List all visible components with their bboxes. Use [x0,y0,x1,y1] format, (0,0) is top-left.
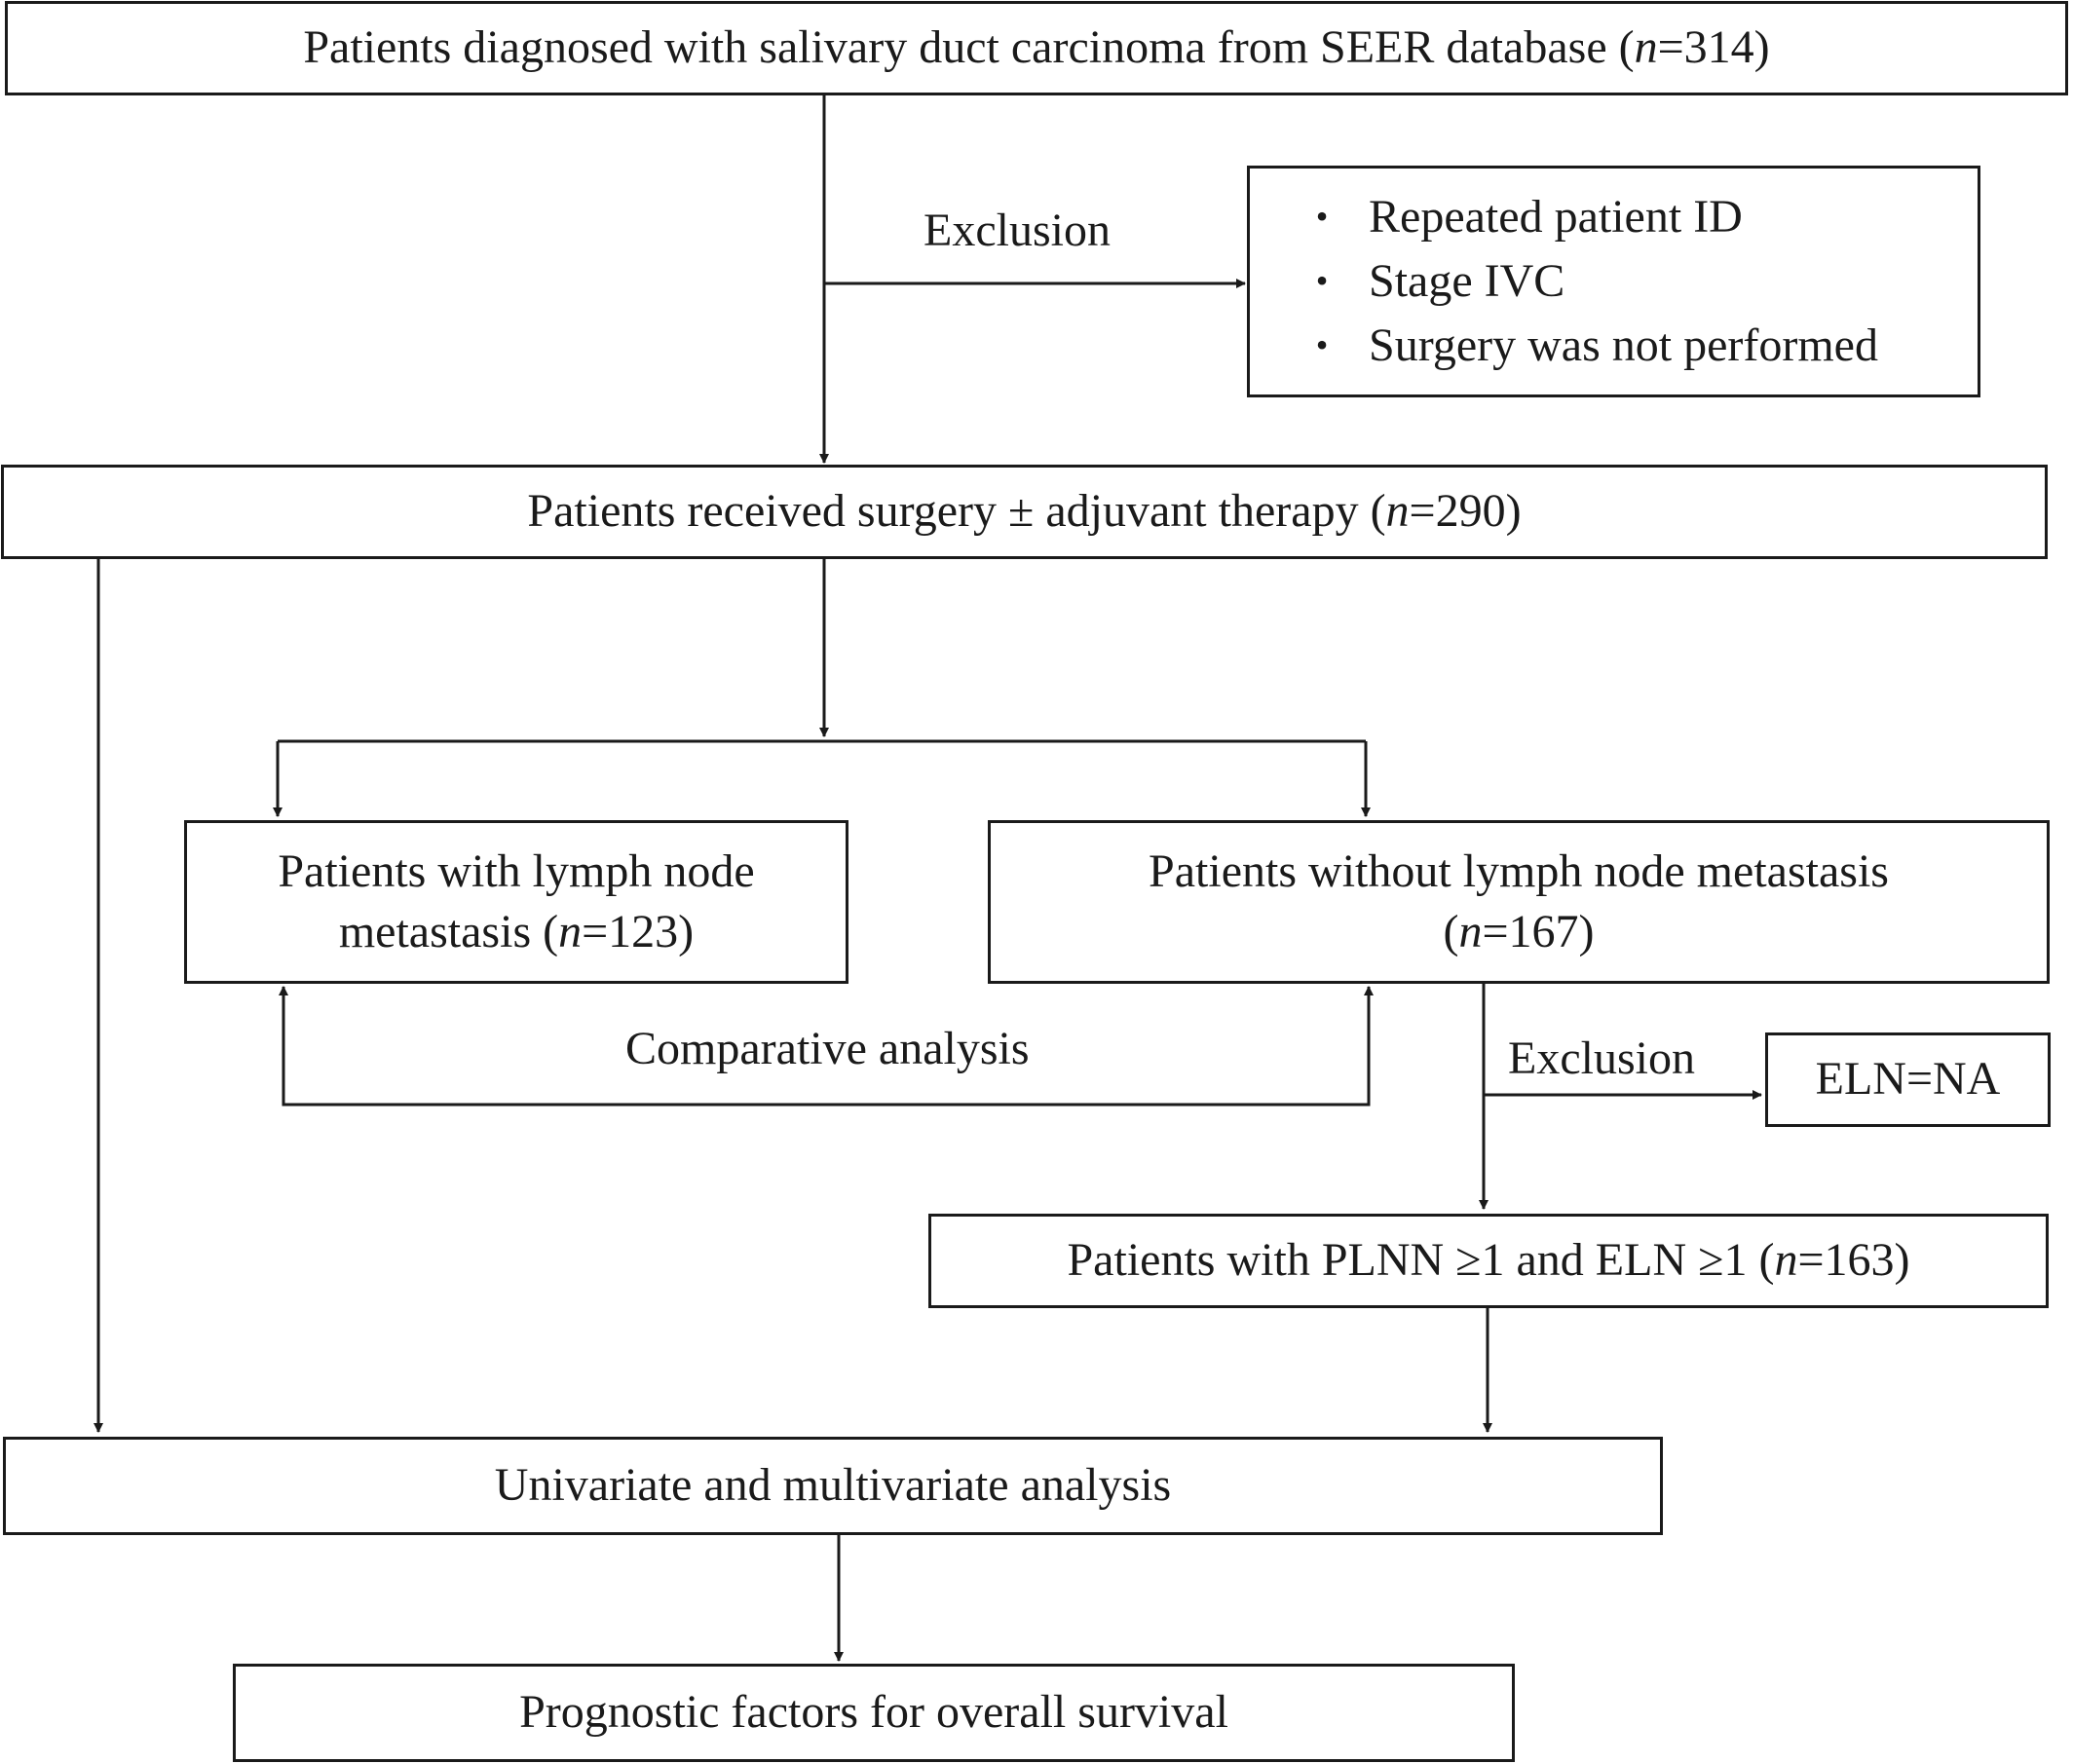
label-exclusion-top: Exclusion [923,205,1111,256]
box-start-text: Patients diagnosed with salivary duct ca… [303,21,1770,74]
box-plnn-eln-population: Patients with PLNN ≥1 and ELN ≥1 (n=163) [928,1214,2049,1308]
box-prognostic-factors: Prognostic factors for overall survival [233,1664,1515,1762]
comparative-bracket [282,995,1371,1107]
box-with-ln-line1: Patients with lymph node [278,844,755,897]
box-surgery-text: Patients received surgery ± adjuvant the… [527,485,1522,538]
box-without-ln-line2: (n=167) [1443,906,1595,957]
box-plnn-text: Patients with PLNN ≥1 and ELN ≥1 (n=163) [1067,1234,1910,1287]
box-without-lymph-node-metastasis: Patients without lymph node metastasis (… [988,820,2050,984]
box-exclusion-criteria: • Repeated patient ID • Stage IVC • Surg… [1247,166,1980,397]
label-exclusion-bottom: Exclusion [1508,1032,1695,1084]
box-surgery-population: Patients received surgery ± adjuvant the… [1,465,2048,559]
exclusion-item: • Surgery was not performed [1275,314,1878,378]
label-comparative-analysis: Comparative analysis [625,1023,1030,1074]
box-with-ln-line2: metastasis (n=123) [338,906,695,957]
box-univariate-multivariate-analysis: Univariate and multivariate analysis [3,1437,1663,1535]
exclusion-item: • Repeated patient ID [1275,185,1743,249]
exclusion-item: • Stage IVC [1275,249,1565,314]
box-without-ln-line1: Patients without lymph node metastasis [1149,844,1889,897]
box-eln-na: ELN=NA [1765,1032,2051,1127]
box-start-population: Patients diagnosed with salivary duct ca… [5,1,2068,95]
bullet-icon: • [1315,261,1329,301]
box-with-lymph-node-metastasis: Patients with lymph node metastasis (n=1… [184,820,848,984]
bullet-icon: • [1315,196,1329,236]
bullet-icon: • [1315,325,1329,365]
